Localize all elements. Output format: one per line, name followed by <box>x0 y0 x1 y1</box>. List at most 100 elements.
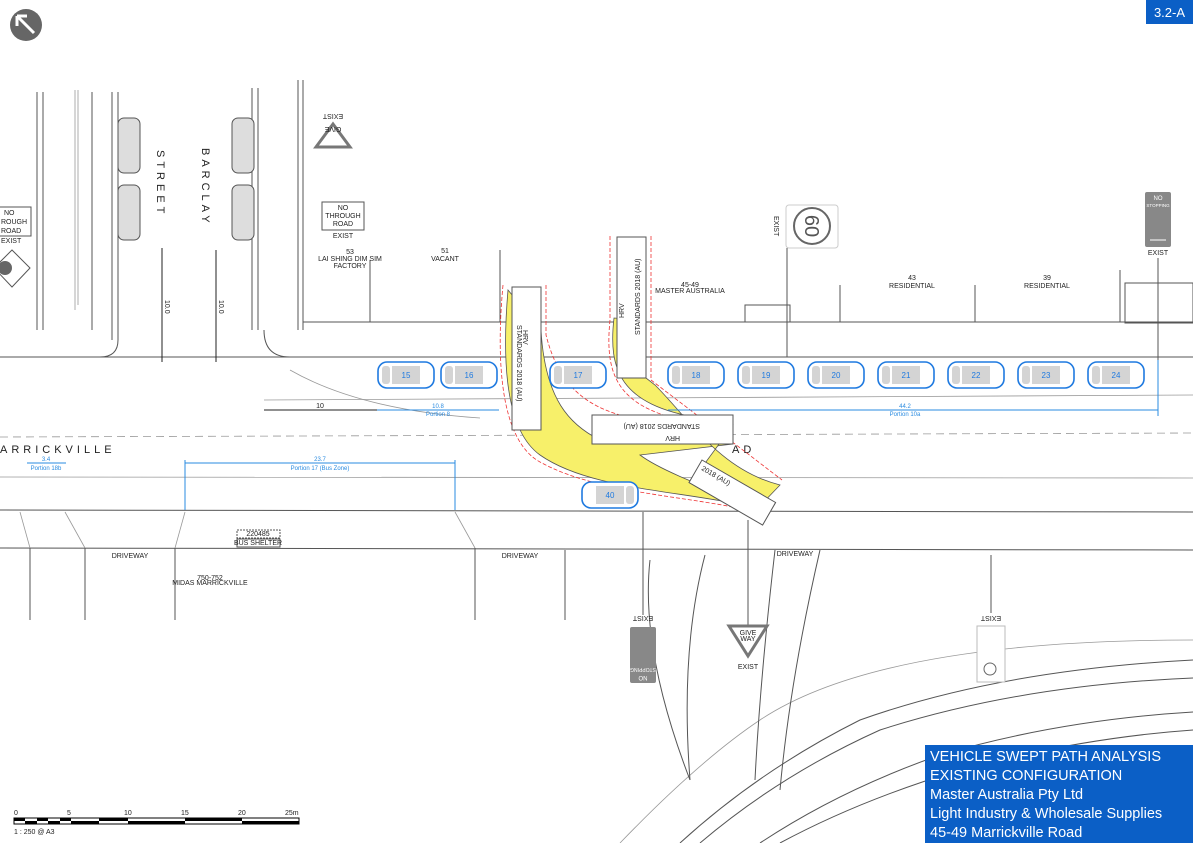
svg-text:HRV: HRV <box>619 303 626 318</box>
svg-text:Portion 17 (Bus Zone): Portion 17 (Bus Zone) <box>291 466 350 472</box>
svg-text:3.4: 3.4 <box>42 457 51 463</box>
svg-text:750-752: 750-752 <box>197 575 223 582</box>
svg-text:16: 16 <box>465 371 474 380</box>
dimensions: 10 10.8 Portion 8 44.2 Portion 10a 3.4 P… <box>27 248 1159 510</box>
svg-text:0: 0 <box>14 810 18 817</box>
svg-text:EXIST: EXIST <box>322 112 343 119</box>
title-line-1: VEHICLE SWEPT PATH ANALYSIS <box>930 749 1161 765</box>
parking-space-car: 16 <box>440 361 498 389</box>
svg-text:5: 5 <box>67 810 71 817</box>
svg-text:THROUGH: THROUGH <box>325 213 360 220</box>
svg-text:EXIST: EXIST <box>1148 250 1169 257</box>
svg-text:43: 43 <box>908 275 916 282</box>
svg-text:10: 10 <box>316 403 324 410</box>
svg-text:25m: 25m <box>285 810 299 817</box>
no-through-road-sign: NO THROUGH ROAD EXIST <box>321 201 365 240</box>
title-line-4: Light Industry & Wholesale Supplies <box>930 806 1163 822</box>
parking-space-car: 20 <box>807 361 865 389</box>
svg-text:18: 18 <box>692 371 701 380</box>
svg-text:GIVE: GIVE <box>740 630 757 637</box>
svg-text:LAI SHING DIM SIM: LAI SHING DIM SIM <box>318 256 382 263</box>
no-stopping-sign-top: NO STOPPING EXIST <box>1145 192 1171 360</box>
svg-text:10.0: 10.0 <box>163 300 170 314</box>
parking-space-car: 15 <box>377 361 435 389</box>
svg-text:EXIST: EXIST <box>632 614 653 621</box>
svg-text:Portion 18b: Portion 18b <box>31 466 62 472</box>
svg-text:EXIST: EXIST <box>1 238 22 245</box>
svg-text:15: 15 <box>402 371 411 380</box>
svg-text:BUS SHELTER: BUS SHELTER <box>234 540 282 547</box>
svg-text:WAY: WAY <box>740 636 755 643</box>
svg-text:15: 15 <box>181 810 189 817</box>
svg-text:23.7: 23.7 <box>314 457 326 463</box>
svg-text:19: 19 <box>762 371 771 380</box>
svg-text:40: 40 <box>606 491 615 500</box>
no-stopping-sign-bottom: EXIST STOPPING NO <box>630 512 656 683</box>
svg-text:20: 20 <box>832 371 841 380</box>
driveway-labels: DRIVEWAY DRIVEWAY DRIVEWAY <box>112 551 814 560</box>
parking-space-car: 18 <box>667 361 725 389</box>
give-way-sign-bottom: GIVE WAY EXIST <box>726 520 770 671</box>
svg-text:10: 10 <box>124 810 132 817</box>
svg-text:VACANT: VACANT <box>431 256 460 263</box>
svg-text:RESIDENTIAL: RESIDENTIAL <box>1024 283 1070 290</box>
parking-space-car: 21 <box>877 361 935 389</box>
road-suffix-label: AD <box>732 444 755 456</box>
svg-text:NO: NO <box>338 205 349 212</box>
drawing-number-badge: 3.2-A <box>1146 0 1193 24</box>
svg-text:23: 23 <box>1042 371 1051 380</box>
svg-text:NO: NO <box>4 210 15 217</box>
svg-text:MASTER AUSTRALIA: MASTER AUSTRALIA <box>655 288 725 295</box>
no-through-road-sign-left: NO ROUGH ROAD EXIST <box>0 206 32 288</box>
svg-text:1 : 250 @ A3: 1 : 250 @ A3 <box>14 829 55 836</box>
svg-text:DRIVEWAY: DRIVEWAY <box>502 553 539 560</box>
svg-text:EXIST: EXIST <box>333 233 354 240</box>
svg-text:Portion 8: Portion 8 <box>426 412 451 418</box>
svg-text:10.8: 10.8 <box>432 404 444 410</box>
svg-text:EXIST: EXIST <box>980 614 1001 621</box>
barclay-street-lines <box>36 80 304 358</box>
give-way-sign-top: GIVE EXIST <box>313 112 353 149</box>
svg-text:DRIVEWAY: DRIVEWAY <box>777 551 814 558</box>
parking-space-car: 40 <box>581 481 639 509</box>
svg-text:MIDAS MARRICKVILLE: MIDAS MARRICKVILLE <box>172 580 248 587</box>
parking-space-car: 22 <box>947 361 1005 389</box>
svg-text:STOPPING: STOPPING <box>630 666 656 672</box>
svg-text:60: 60 <box>800 215 822 237</box>
marrickville-road-label: ARRICKVILLE <box>0 444 116 456</box>
svg-text:DRIVEWAY: DRIVEWAY <box>112 553 149 560</box>
bus-shelter: 220485 BUS SHELTER <box>234 529 282 548</box>
svg-text:GIVE: GIVE <box>324 125 341 132</box>
svg-text:24: 24 <box>1112 371 1121 380</box>
svg-text:STANDARDS 2018 (AU): STANDARDS 2018 (AU) <box>623 422 700 429</box>
svg-text:STOPPING: STOPPING <box>1146 203 1170 208</box>
disabled-parking-sign: EXIST <box>976 555 1006 683</box>
svg-text:39: 39 <box>1043 275 1051 282</box>
svg-text:21: 21 <box>902 371 911 380</box>
barclay-label: BARCLAY <box>199 148 211 227</box>
svg-text:17: 17 <box>574 371 583 380</box>
svg-text:STANDARDS 2018 (AU): STANDARDS 2018 (AU) <box>515 325 522 402</box>
svg-text:FACTORY: FACTORY <box>334 263 367 270</box>
svg-text:ROAD: ROAD <box>333 221 353 228</box>
speed-limit-60-sign: 60 EXIST <box>772 204 839 357</box>
swept-path: HRV STANDARDS 2018 (AU) HRV STANDARDS 20… <box>499 236 783 526</box>
title-line-2: EXISTING CONFIGURATION <box>930 768 1123 784</box>
svg-text:NO: NO <box>1154 196 1163 202</box>
svg-text:NO: NO <box>638 674 647 680</box>
svg-text:20: 20 <box>238 810 246 817</box>
svg-text:53: 53 <box>346 249 354 256</box>
svg-text:10.0: 10.0 <box>217 300 224 314</box>
hrv-truck-4 <box>688 459 777 526</box>
svg-text:Portion 10a: Portion 10a <box>890 412 921 418</box>
svg-text:51: 51 <box>441 248 449 255</box>
svg-text:45-49: 45-49 <box>681 282 699 289</box>
parking-space-car: 17 <box>549 361 607 389</box>
barclay-parked-cars <box>117 117 255 241</box>
svg-text:EXIST: EXIST <box>772 216 779 237</box>
svg-text:ROAD: ROAD <box>1 228 21 235</box>
scale-bar: 0 5 10 15 20 25m 1 : 250 @ A3 <box>13 810 300 836</box>
svg-text:44.2: 44.2 <box>899 404 911 410</box>
svg-text:ROUGH: ROUGH <box>1 219 27 226</box>
